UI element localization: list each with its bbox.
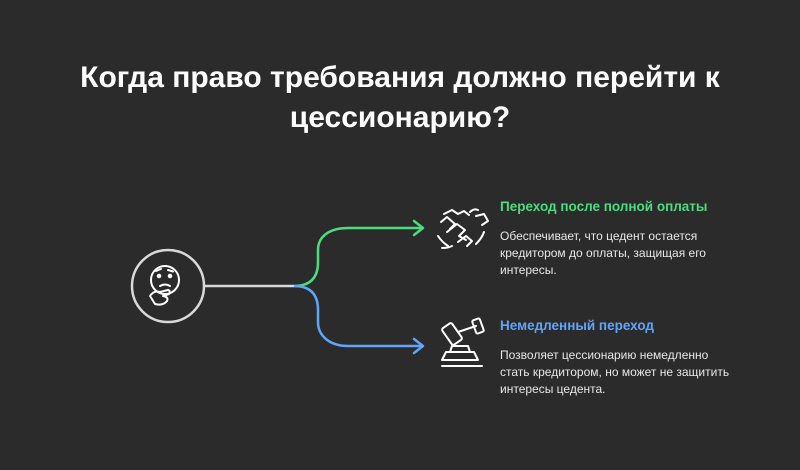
gavel-icon	[441, 317, 485, 367]
option-description: Обеспечивает, что цедент остается кредит…	[500, 229, 706, 277]
handshake-icon	[437, 208, 489, 249]
branch-top-arrowhead	[412, 219, 425, 237]
branch-top-arrow	[293, 226, 422, 288]
option-immediate-transfer: Немедленный переход Позволяет цессионари…	[500, 317, 740, 398]
option-description: Позволяет цессионарию немедленно стать к…	[500, 348, 730, 396]
thinking-face-icon	[149, 265, 180, 306]
option-title: Немедленный переход	[500, 318, 654, 333]
branch-bottom-arrow	[293, 284, 422, 348]
option-full-payment: Переход после полной оплаты Обеспечивает…	[500, 198, 740, 279]
page-title: Когда право требования должно перейти к …	[80, 61, 720, 134]
option-title: Переход после полной оплаты	[500, 199, 708, 214]
branch-bottom-arrowhead	[412, 337, 425, 355]
